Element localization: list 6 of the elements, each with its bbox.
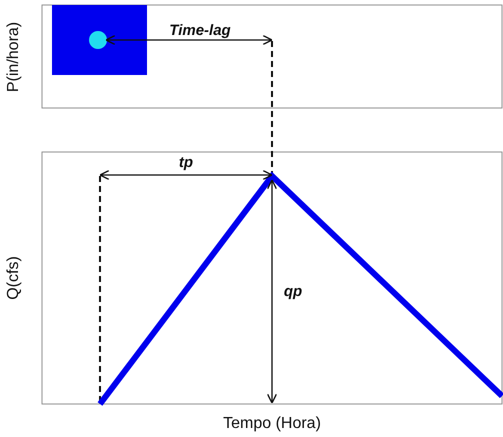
dimension-label: Time-lag [169,22,231,40]
axis-label: Tempo (Hora) [223,415,321,433]
axis-label: P(in/hora) [5,22,23,92]
dimension-label: qp [284,283,302,301]
axis-label: Q(cfs) [5,256,23,300]
dimension-label: tp [178,154,194,172]
